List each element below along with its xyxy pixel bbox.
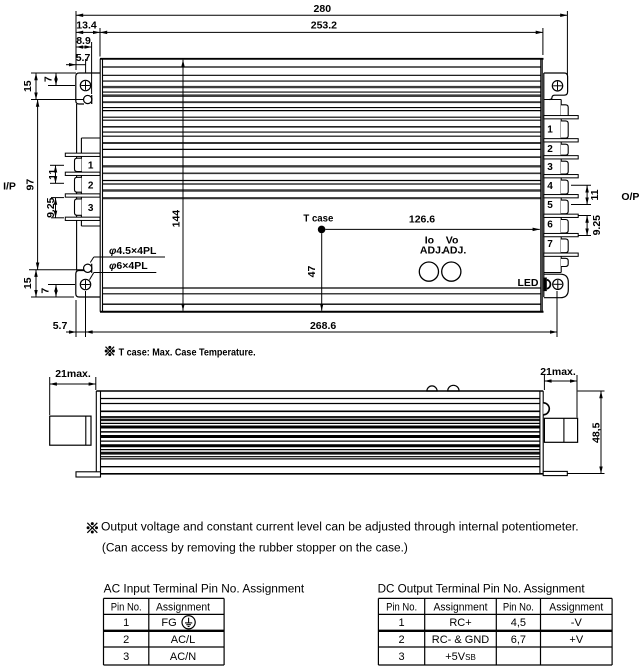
svg-text:11: 11 [589,189,601,200]
svg-text:15: 15 [22,80,34,92]
svg-text:(Can access by removing the ru: (Can access by removing the rubber stopp… [102,543,408,555]
svg-text:Io: Io [425,234,434,246]
svg-text:φ6×4PL: φ6×4PL [109,260,148,272]
svg-text:O/P: O/P [621,191,639,203]
svg-text:ADJ.: ADJ. [420,245,444,257]
svg-text:5.7: 5.7 [76,52,91,64]
svg-text:φ4.5×4PL: φ4.5×4PL [109,245,157,257]
svg-text:RC+: RC+ [449,617,471,629]
svg-text:AC/N: AC/N [170,651,196,663]
svg-text:T case: T case [303,212,333,224]
svg-text:268.6: 268.6 [310,320,336,332]
svg-text:1: 1 [399,617,405,629]
svg-text:5.7: 5.7 [53,320,68,332]
svg-text:11: 11 [47,169,59,180]
svg-text:+5VSB: +5VSB [445,651,476,663]
svg-text:9.25: 9.25 [591,215,603,236]
svg-text:Pin No.: Pin No. [503,602,534,614]
svg-text:2: 2 [123,634,129,646]
svg-text:1: 1 [547,125,553,136]
svg-text:15: 15 [22,277,34,289]
svg-text:9.25: 9.25 [45,197,57,218]
svg-text:13.4: 13.4 [76,20,97,32]
svg-text:3: 3 [547,162,553,173]
svg-text:1: 1 [123,617,129,629]
svg-text:Assignment: Assignment [434,602,488,614]
svg-text:5: 5 [547,200,553,211]
svg-text:3: 3 [399,651,405,663]
svg-text:AC/L: AC/L [171,634,195,646]
svg-text:2: 2 [547,144,553,155]
svg-text:2: 2 [88,181,94,192]
svg-text:2: 2 [399,634,405,646]
svg-text:Pin No.: Pin No. [111,602,142,614]
svg-text:I/P: I/P [3,181,16,193]
svg-text:253.2: 253.2 [311,20,337,32]
svg-text:LED: LED [518,277,539,289]
svg-text:AC Input Terminal Pin No. Assi: AC Input Terminal Pin No. Assignment [104,583,305,595]
svg-text:280: 280 [314,3,332,15]
svg-text:7: 7 [547,239,553,250]
svg-text:Output voltage and constant cu: Output voltage and constant current leve… [101,521,579,533]
svg-text:144: 144 [170,210,182,228]
svg-text:Assignment: Assignment [549,602,603,614]
svg-text:6,7: 6,7 [511,634,526,646]
svg-text:126.6: 126.6 [409,214,435,226]
svg-text:ADJ.: ADJ. [442,245,466,257]
svg-text:3: 3 [88,203,94,214]
svg-text:FG: FG [161,617,176,629]
svg-text:DC Output Terminal Pin No. Ass: DC Output Terminal Pin No. Assignment [378,584,586,596]
svg-text:3: 3 [123,651,129,663]
svg-text:47: 47 [306,266,318,278]
svg-text:4: 4 [547,181,553,192]
svg-text:97: 97 [25,179,37,191]
svg-text:7: 7 [43,76,55,82]
svg-text:7: 7 [40,288,52,294]
svg-text:Pin No.: Pin No. [386,602,417,614]
svg-text:Assignment: Assignment [156,602,210,614]
svg-text:+V: +V [569,634,583,646]
svg-text:8.9: 8.9 [76,35,91,47]
svg-text:6: 6 [547,219,553,230]
svg-text:T case: Max. Case Temperature.: T case: Max. Case Temperature. [119,346,256,358]
svg-text:1: 1 [88,160,94,171]
svg-text:RC- & GND: RC- & GND [432,634,490,646]
svg-text:4,5: 4,5 [511,617,526,629]
svg-text:48,5: 48,5 [591,422,603,443]
svg-text:-V: -V [571,617,583,629]
svg-text:21max.: 21max. [540,366,576,378]
svg-text:Vo: Vo [446,234,459,246]
svg-text:21max.: 21max. [55,368,91,380]
